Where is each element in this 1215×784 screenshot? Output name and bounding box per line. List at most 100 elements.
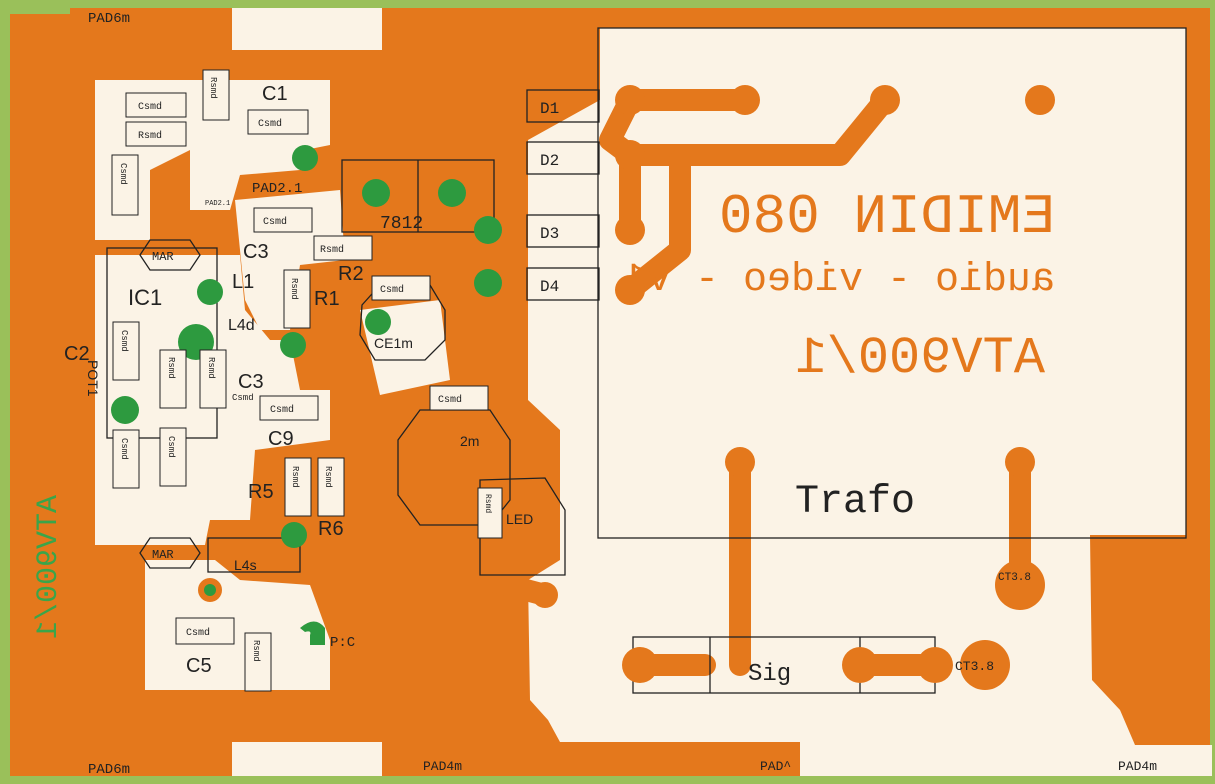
label-cs-low: Csmd [166,436,176,458]
label-cs-ic: Csmd [119,330,129,352]
label-sig: Sig [748,661,791,688]
label-cs-c3b: Csmd [232,393,254,403]
led-outline [479,477,566,576]
smd-cs-ic [112,321,140,381]
label-l4s: L4s [234,557,257,573]
smd-cs-left2 [112,429,140,489]
pad-reg3 [474,216,502,244]
notch-bottom-left [232,742,382,776]
pad-pad2 [292,145,318,171]
smd-r2 [313,235,373,261]
label-d3: D3 [540,225,559,243]
trace-d4 [619,149,691,301]
pad-sig-mid [842,647,878,683]
label-cs-left2: Csmd [119,438,129,460]
smd-c3a [253,207,313,233]
pad-led-end [532,582,558,608]
pad-prc [300,621,325,645]
mar-top-outline [139,239,201,271]
substrate-areas [95,28,1212,776]
mirror-line3: ATV900/1 [795,329,1045,388]
label-c9-body: Csmd [270,404,294,416]
smd-cs-low [159,427,187,487]
label-c5-body: Csmd [186,627,210,639]
smd-r1 [283,269,311,329]
label-cs1: Csmd [138,101,162,113]
mirrored-markings: EMIDIN 080 audio - video - v1 ATV900/1 [623,185,1055,388]
label-l1: L1 [232,271,254,293]
pad-r1 [280,332,306,358]
smd-led [477,487,503,539]
label-cs-left: Csmd [118,163,128,185]
pad-trafo-bl [725,447,755,477]
label-rs1: Rsmd [138,130,162,142]
round-pads [532,85,1055,690]
label-d1: D1 [540,100,559,118]
d1-outline [526,89,600,123]
label-led-body: Rsmd [483,494,492,513]
smd-rs-ic1 [159,349,187,409]
pad-d1 [615,85,645,115]
label-mar-top: MAR [152,250,174,264]
smd-2m [429,385,489,411]
pad-ct-right [995,560,1045,610]
label-r6: R6 [318,518,344,540]
ce1-outline [359,284,446,361]
pad-l4s [198,578,222,602]
smd-c5 [175,617,235,645]
label-c2: C2 [64,343,90,365]
pad-d3 [615,215,645,245]
smd-r6 [317,457,345,517]
pad-sig-left [622,647,658,683]
pad-trafo-br [1005,447,1035,477]
label-trafo: Trafo [795,480,915,525]
label-rs-ic1: Rsmd [166,357,176,379]
label-ic1: IC1 [128,285,162,310]
substrate-lower-left [145,560,330,690]
pad-d4 [615,275,645,305]
smd-rs-c5 [244,632,272,692]
label-cs-2m: Csmd [438,394,462,406]
label-ce1-body: Csmd [380,284,404,296]
label-pad-bottom-mid: PAD4m [423,759,462,774]
pad-l1 [197,279,223,305]
label-rs-c5: Rsmd [251,640,261,662]
label-c1-body: Csmd [258,118,282,130]
green-pads [111,145,502,602]
pad-pot [111,396,139,424]
pad-sig-right [917,647,953,683]
label-c3b: C3 [238,371,264,393]
label-pad-bottom-mid2: PAD^ [760,759,791,774]
smd-parts [111,69,503,692]
label-d2: D2 [540,152,559,170]
label-c9: C9 [268,428,294,450]
notch-top-slot [232,8,382,50]
mirror-line1: EMIDIN 080 [719,185,1055,249]
label-c5: C5 [186,655,212,677]
label-l4d: L4d [228,317,255,334]
label-pad-top-left: PAD6m [88,11,130,27]
label-pad-bottom-right: PAD4m [1118,759,1157,774]
label-prc: P:C [330,635,355,651]
l4s-outline [207,537,301,573]
label-7812: 7812 [380,214,423,234]
pad-reg2 [438,179,466,207]
label-ct-a: CT3.8 [998,572,1031,584]
label-r-top: Rsmd [208,77,218,99]
label-led: LED [506,511,533,527]
pad-reg1 [362,179,390,207]
pad-d2b [615,140,645,170]
label-r2: R2 [338,263,364,285]
smd-rs-ic2 [199,349,227,409]
label-c1: C1 [262,83,288,105]
labels: PAD6m PAD6m PAD4m PAD^ PAD4m Rsmd Csmd C… [64,11,1157,778]
smd-c1 [247,109,309,135]
smd-r5 [284,457,312,517]
pad-reg4 [474,269,502,297]
label-r5-body: Rsmd [290,466,300,488]
d4-outline [526,267,600,301]
smd-r-top [202,69,230,121]
label-ce1: CE1m [374,335,413,351]
pad-r6 [281,522,307,548]
